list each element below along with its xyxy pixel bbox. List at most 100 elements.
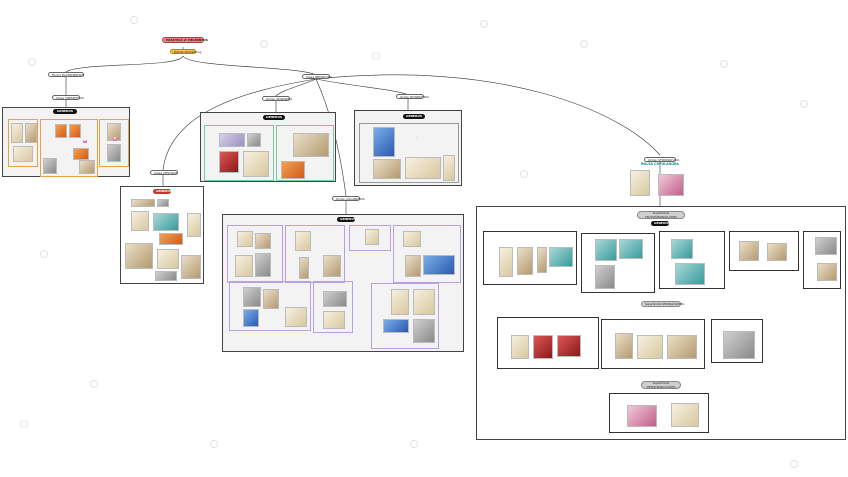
watermark-icon — [28, 58, 36, 66]
specimen-image — [723, 331, 755, 359]
genus-frame — [609, 393, 709, 433]
specimen-image — [73, 148, 89, 160]
watermark-icon — [720, 60, 728, 68]
watermark-icon — [790, 460, 798, 468]
specimen-image — [157, 249, 179, 269]
specimen-image — [595, 265, 615, 289]
specimen-image — [187, 213, 201, 237]
genus-frame — [393, 225, 461, 283]
genus-frame — [99, 119, 129, 167]
node-ascaridida[interactable]: Orden ASCARIDIDA — [332, 196, 365, 201]
specimen-image — [69, 124, 81, 138]
specimen-image — [619, 239, 643, 259]
node-strongyloidea[interactable]: Superfamilia STRONGYLOIDEA — [641, 301, 684, 307]
node-metastrongyloidea[interactable]: Superfamilia METASTRONGYLOIDEA — [641, 381, 681, 389]
node-platyhelminthes[interactable]: Filo(s) PLATELMINTOS — [48, 72, 84, 77]
genus-frame — [229, 281, 311, 331]
genus-frame — [729, 231, 799, 271]
genus-frame — [359, 123, 459, 183]
label-text: ~ — [416, 137, 418, 139]
tag-generos: GENEROS — [651, 221, 670, 226]
watermark-icon — [372, 52, 380, 60]
specimen-image — [255, 233, 271, 249]
specimen-image — [79, 160, 95, 174]
node-nematoda[interactable]: Clase NEMATODA — [302, 74, 332, 79]
tag-generos: GENEROS — [153, 189, 172, 194]
specimen-image — [627, 405, 657, 427]
specimen-image — [423, 255, 455, 275]
tag-generos: GENEROS — [337, 217, 356, 222]
watermark-icon — [130, 16, 138, 24]
specimen-image — [125, 243, 153, 269]
node-trichostrongyloidea[interactable]: Superfamilia TRICHOSTRONGYLOIDEA — [637, 211, 685, 219]
watermark-icon — [260, 40, 268, 48]
specimen-image — [263, 289, 279, 309]
genus-frame — [204, 125, 274, 181]
specimen-image — [767, 243, 787, 261]
watermark-icon — [20, 420, 28, 428]
specimen-image — [153, 213, 179, 231]
node-spirurida[interactable]: Orden SPIRURIDA — [262, 96, 292, 101]
specimen-image — [243, 309, 259, 327]
specimen-image — [739, 241, 759, 261]
bolsa-copuladora-label: BOLSA COPULADORA — [641, 162, 679, 166]
specimen-image — [815, 237, 837, 255]
genus-frame — [711, 319, 763, 363]
genus-frame — [227, 225, 283, 283]
root-node[interactable]: PRÁCTICA 2: HELMINTOS — [162, 37, 208, 43]
specimen-image — [383, 319, 409, 333]
specimen-image — [293, 133, 329, 157]
genus-frame — [581, 233, 655, 293]
specimen-image — [499, 247, 513, 277]
specimen-image — [365, 229, 379, 245]
genus-frame — [313, 281, 353, 333]
watermark-icon — [520, 170, 528, 178]
specimen-image — [255, 253, 271, 277]
genus-frame — [483, 231, 577, 285]
label-tag: ■ — [113, 138, 117, 141]
genus-frame — [659, 231, 725, 289]
specimen-image — [405, 255, 421, 277]
genus-frame — [803, 231, 841, 289]
specimen-image — [107, 144, 121, 162]
panel-strongylida: Superfamilia TRICHOSTRONGYLOIDEA GENEROS… — [476, 206, 846, 440]
specimen-image — [155, 271, 177, 281]
specimen-image — [219, 151, 239, 173]
specimen-image — [671, 403, 699, 427]
node-rhabditida[interactable]: Orden RHABDITIDA — [396, 94, 429, 99]
node-trematoda[interactable]: Clase TREMATODA — [52, 95, 84, 100]
specimen-image — [537, 247, 547, 273]
watermark-icon — [410, 440, 418, 448]
specimen-image — [285, 307, 307, 327]
specimen-image — [131, 199, 155, 207]
specimen-image — [43, 158, 57, 174]
specimen-image — [235, 255, 253, 277]
specimen-image — [13, 146, 33, 162]
watermark-icon — [40, 250, 48, 258]
specimen-image — [373, 159, 401, 179]
specimen-image — [373, 127, 395, 157]
specimen-image — [511, 335, 529, 359]
specimen-image — [630, 170, 650, 196]
panel-spirurida: GENEROS — [200, 112, 336, 182]
subtitle-node[interactable]: Dandy Rockeefrog — [170, 49, 201, 54]
specimen-image — [157, 199, 169, 207]
specimen-image — [11, 123, 23, 143]
specimen-image — [181, 255, 201, 279]
genus-frame — [349, 225, 391, 251]
label-tag: ■ — [83, 140, 87, 143]
node-cestoda[interactable]: Clase CESTODA — [150, 170, 178, 175]
genus-frame — [276, 125, 334, 181]
genus-frame — [8, 119, 38, 167]
tag-generos: GENEROS — [53, 109, 77, 114]
specimen-image — [615, 333, 633, 359]
genus-frame — [601, 319, 705, 369]
specimen-image — [671, 239, 693, 259]
specimen-image — [219, 133, 245, 147]
genus-frame — [40, 119, 98, 177]
specimen-image — [817, 263, 837, 281]
node-strongylida[interactable]: Orden STRONGYLIDA — [644, 157, 679, 162]
specimen-image — [295, 231, 311, 251]
specimen-image — [159, 233, 183, 245]
specimen-image — [443, 155, 455, 181]
